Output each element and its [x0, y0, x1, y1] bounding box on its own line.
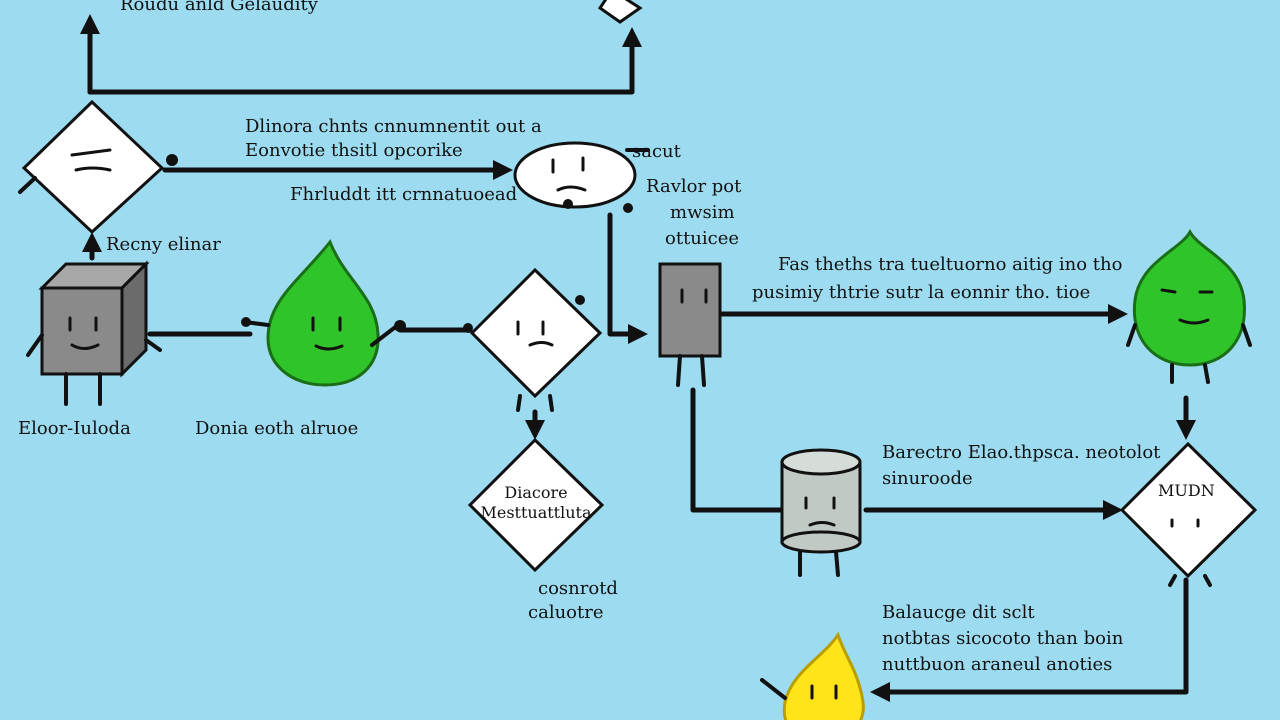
center-diamond-text-line2: Mesttuattluta [480, 503, 592, 522]
oval-side-line1: Ravlor pot [646, 176, 742, 197]
center-diamond-below-line1: cosnrotd [538, 578, 618, 599]
diamond-node-right [1119, 441, 1258, 587]
cylinder-text-line2: sinuroode [882, 468, 973, 489]
arrow-to-yellow [870, 577, 1189, 702]
line-top-loop [87, 27, 642, 95]
diamond-node-1 [18, 99, 178, 235]
center-diamond-below-line2: caluotre [528, 602, 604, 623]
arrow-diamond-to-tablet [607, 212, 648, 344]
oval-node [513, 141, 650, 213]
diamond-node-center [463, 267, 603, 412]
green-blob-node [1126, 228, 1252, 384]
cube-node [26, 260, 162, 406]
bottom-text-line2: notbtas sicocoto than boin [882, 628, 1124, 649]
center-diamond-text-line1: Diacore [504, 483, 568, 502]
top-caption: Roudu anld Gelaudity [120, 0, 318, 15]
diamond1-text-line3: Fhrluddt itt crnnatuoead [290, 184, 518, 205]
bottom-text-line1: Balaucge dit sclt [882, 602, 1035, 623]
drop-name-label: Donia eoth alruoe [195, 418, 359, 439]
tablet-node [658, 262, 722, 387]
tablet-text-line1: Fas theths tra tueltuorno aitig ino tho [778, 254, 1123, 275]
cylinder-text-line1: Barectro Elao.thpsca. neotolot [882, 442, 1161, 463]
oval-side-line3: ottuicee [665, 228, 740, 249]
diamond-node-lower [467, 437, 605, 573]
bottom-text-line3: nuttbuon araneul anoties [882, 654, 1113, 675]
connectors [80, 14, 1196, 702]
tablet-text-line2: pusimiy thtrie sutr la eonnir tho. tioe [752, 282, 1091, 303]
diamond1-text-line2: Eonvotie thsitl opcorike [245, 140, 463, 161]
cube-above-label: Recny elinar [106, 234, 221, 255]
yellow-drop-node [760, 631, 865, 720]
cube-name-label: Eloor-Iuloda [18, 418, 131, 439]
oval-side-line2: mwsim [670, 202, 735, 223]
line-tablet-down [690, 387, 783, 513]
green-drop-node [241, 239, 406, 387]
oval-tag: sacut [632, 141, 681, 162]
diamond1-text-line1: Dlinora chnts cnnumnentit out a [245, 116, 542, 137]
right-diamond-text: MUDN [1158, 481, 1215, 500]
top-diamond-node [597, 0, 643, 24]
cylinder-node [780, 448, 862, 577]
